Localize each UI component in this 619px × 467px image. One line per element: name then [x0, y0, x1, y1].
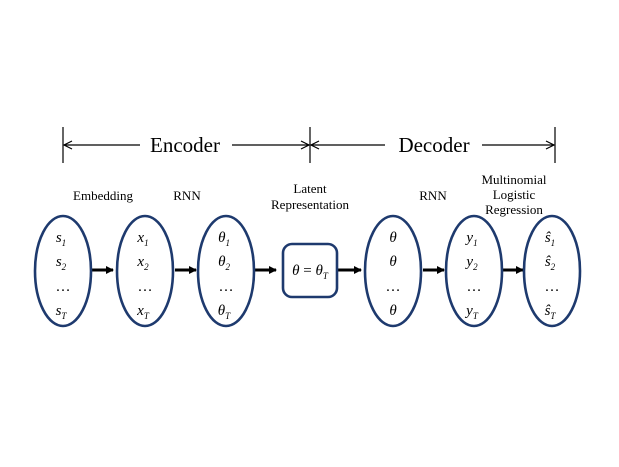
output-row-1: ŝ1	[545, 230, 555, 248]
input-row-1: s1	[56, 230, 66, 248]
decoder-input-row-2: θ	[389, 254, 397, 270]
node-latent: θ = θT	[281, 242, 339, 299]
decoder-hidden-row-4: yT	[464, 303, 479, 321]
hidden-ellipse	[196, 214, 256, 328]
mlr-header-line2: Logistic	[493, 187, 536, 202]
embedded-ellipse	[115, 214, 175, 328]
embedded-row-1: x1	[136, 230, 148, 248]
encoder-label: Encoder	[150, 133, 220, 157]
decoder-input-ellipse	[363, 214, 423, 328]
node-decoder-hidden: y1 y2 … yT	[444, 214, 504, 328]
embedded-row-2: x2	[136, 254, 149, 272]
latent-header-line1: Latent	[293, 181, 327, 196]
mlr-header-line3: Regression	[485, 202, 543, 217]
input-ellipse	[33, 214, 93, 328]
decoder-left-arrowhead	[309, 140, 320, 150]
decoder-hidden-row-3: …	[467, 279, 482, 295]
decoder-right-arrowhead	[545, 140, 556, 150]
hidden-row-1: θ1	[218, 230, 230, 248]
node-embedded: x1 x2 … xT	[115, 214, 175, 328]
column-headers: Embedding RNN Latent Representation RNN …	[73, 172, 547, 217]
rnn-decoder-header: RNN	[419, 188, 447, 203]
hidden-row-3: …	[219, 279, 234, 295]
decoder-label: Decoder	[398, 133, 469, 157]
input-row-2: s2	[56, 254, 67, 272]
output-row-4: ŝT	[545, 303, 557, 321]
embedding-header: Embedding	[73, 188, 133, 203]
decoder-input-row-4: θ	[389, 303, 397, 319]
embedded-row-4: xT	[136, 303, 150, 321]
embedded-row-3: …	[138, 279, 153, 295]
span-bar: Encoder Decoder	[62, 127, 556, 163]
encoder-right-arrowhead	[300, 140, 311, 150]
node-output: ŝ1 ŝ2 … ŝT	[522, 214, 582, 328]
encoder-left-arrowhead	[62, 140, 73, 150]
input-row-3: …	[56, 279, 71, 295]
hidden-row-4: θT	[218, 303, 231, 321]
decoder-hidden-row-2: y2	[464, 254, 478, 272]
decoder-hidden-ellipse	[444, 214, 504, 328]
mlr-header-line1: Multinomial	[482, 172, 547, 187]
output-ellipse	[522, 214, 582, 328]
node-input: s1 s2 … sT	[33, 214, 93, 328]
node-hidden: θ1 θ2 … θT	[196, 214, 256, 328]
input-row-4: sT	[56, 303, 68, 321]
hidden-row-2: θ2	[218, 254, 230, 272]
decoder-hidden-row-1: y1	[464, 230, 477, 248]
output-row-3: …	[545, 279, 560, 295]
output-row-2: ŝ2	[545, 254, 556, 272]
latent-equation: θ = θT	[292, 263, 329, 281]
node-decoder-input: θθ…θ	[363, 214, 423, 328]
rnn-encoder-header: RNN	[173, 188, 201, 203]
latent-box	[281, 242, 339, 299]
decoder-input-row-3: …	[386, 279, 401, 295]
decoder-input-row-1: θ	[389, 230, 397, 246]
latent-header-line2: Representation	[271, 197, 349, 212]
